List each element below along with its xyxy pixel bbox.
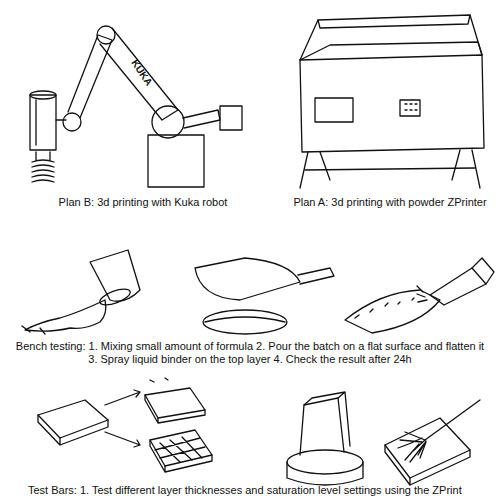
test-bar-sketches-stroke — [398, 438, 422, 448]
bench-sketches-stroke — [203, 310, 287, 334]
kuka-robot-stroke — [35, 100, 36, 145]
test-bar-sketches-stroke — [145, 395, 205, 423]
kuka-robot-stroke — [30, 91, 56, 99]
bench-sketches-stroke — [22, 326, 45, 334]
test-bar-sketches-stroke — [150, 440, 212, 472]
zprinter-stroke — [315, 98, 353, 122]
kuka-robot-stroke — [30, 95, 56, 150]
zprinter-stroke — [405, 104, 417, 110]
bench-sketches-stroke — [195, 258, 300, 300]
test-bar-sketches-stroke — [105, 390, 140, 405]
zprinter-stroke — [300, 15, 482, 60]
test-bar-sketches-stroke — [155, 437, 205, 462]
bench-sketches-stroke — [298, 268, 334, 284]
bench-sketches-stroke — [90, 250, 140, 301]
kuka-robot-stroke — [148, 135, 204, 187]
bench-sketches — [22, 250, 494, 334]
zprinter — [300, 15, 484, 188]
bench-sketches-stroke — [98, 286, 132, 308]
test-bar-sketches-stroke — [300, 398, 344, 455]
kuka-robot-stroke — [36, 152, 50, 160]
test-bar-sketches-stroke — [287, 450, 363, 474]
test-bar-sketches-stroke — [287, 462, 363, 485]
kuka-robot-stroke — [220, 106, 242, 130]
bench-sketches-stroke — [417, 286, 427, 302]
test-bar-sketches-stroke — [150, 378, 168, 382]
kuka-robot-stroke — [56, 119, 66, 120]
test-bar-sketches-stroke — [425, 400, 480, 440]
kuka-robot — [30, 26, 242, 187]
test-bar-sketches-stroke — [304, 392, 350, 446]
test-bar-sketches-stroke — [145, 388, 205, 418]
kuka-robot-stroke — [152, 106, 184, 138]
test-bar-sketches-stroke — [150, 430, 212, 466]
test-bar-sketches-stroke — [385, 445, 470, 485]
kuka-robot-stroke — [32, 160, 54, 182]
test-bar-sketches-stroke — [105, 432, 140, 447]
test-bar-sketches — [38, 378, 480, 485]
robot-brand-text: KUKA — [120, 44, 164, 101]
bench-testing-caption: Bench testing: 1. Mixing small amount of… — [12, 340, 488, 366]
zprinter-stroke — [400, 100, 420, 116]
zprinter-stroke — [305, 168, 475, 170]
kuka-robot-stroke — [63, 113, 81, 131]
bench-sketches-stroke — [25, 300, 106, 331]
zprinter-stroke — [300, 150, 480, 188]
test-bar-sketches-stroke — [38, 415, 108, 445]
zprinter-stroke — [300, 55, 484, 152]
bench-sketches-stroke — [205, 317, 285, 322]
bench-sketches-stroke — [430, 268, 486, 305]
zprinter-stroke — [318, 15, 470, 28]
test-bars-caption: Test Bars: 1. Test different layer thick… — [28, 484, 494, 497]
kuka-robot-stroke — [68, 35, 112, 118]
kuka-robot-stroke — [183, 110, 220, 128]
bench-sketches-stroke — [345, 290, 440, 333]
plan-b-caption: Plan B: 3d printing with Kuka robot — [58, 196, 228, 209]
zprinter-stroke — [300, 42, 482, 60]
bench-sketches-stroke — [472, 258, 494, 284]
bench-sketches-stroke — [355, 298, 414, 318]
test-bar-sketches-stroke — [400, 432, 426, 462]
plan-a-caption: Plan A: 3d printing with powder ZPrinter — [290, 196, 490, 209]
